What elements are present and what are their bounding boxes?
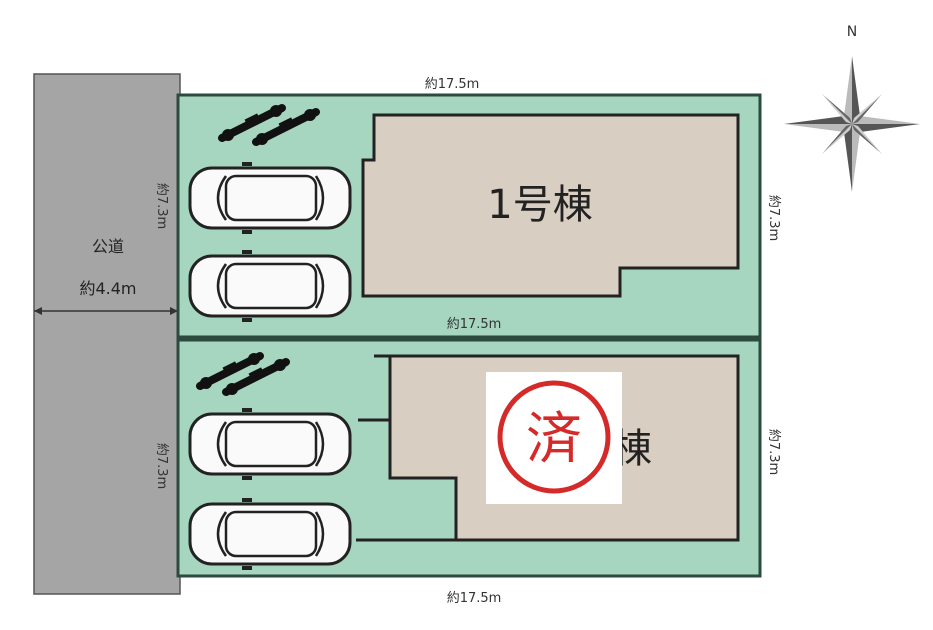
sold-stamp-box bbox=[486, 372, 622, 504]
lot2-bottom-width: 約17.5m bbox=[447, 591, 502, 606]
car-lot2-a bbox=[188, 406, 352, 482]
public-road bbox=[33, 73, 181, 595]
lot2-left-depth: 約7.3m bbox=[154, 443, 169, 489]
lot1-right-depth: 約7.3m bbox=[766, 195, 781, 241]
car-lot1-a bbox=[188, 160, 352, 236]
lot1-bottom-width: 約17.5m bbox=[447, 317, 502, 332]
road-name: 公道 bbox=[92, 237, 124, 256]
sold-stamp: 済 bbox=[526, 407, 582, 472]
car-lot1-b bbox=[188, 248, 352, 324]
sold-stamp-circle bbox=[497, 380, 611, 494]
car-lot2-b bbox=[188, 496, 352, 572]
compass-north-label: N bbox=[847, 24, 857, 40]
house-1-label: 1号棟 bbox=[487, 182, 592, 228]
lot2-right-depth: 約7.3m bbox=[766, 429, 781, 475]
compass-rose-icon bbox=[784, 56, 920, 192]
road-width: 約4.4m bbox=[79, 279, 136, 298]
lot1-left-depth: 約7.3m bbox=[154, 183, 169, 229]
house-1 bbox=[361, 113, 740, 298]
lot1-top-width: 約17.5m bbox=[425, 77, 480, 92]
